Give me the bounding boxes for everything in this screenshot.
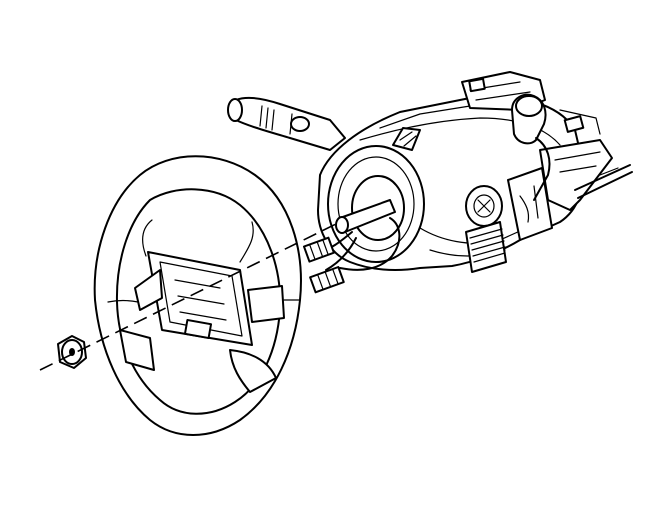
steering-column [317, 71, 633, 273]
wiring-harness-connectors [302, 137, 551, 294]
center-axis-dashed-line [39, 221, 341, 371]
steering-wheel-nut [57, 335, 87, 369]
column-grille [465, 221, 507, 273]
turn-signal-lever [227, 96, 346, 151]
harness-connector-lower [309, 266, 345, 294]
steering-wheel [93, 155, 302, 436]
column-emblem [392, 127, 421, 151]
harness-connector-upper [302, 236, 335, 263]
